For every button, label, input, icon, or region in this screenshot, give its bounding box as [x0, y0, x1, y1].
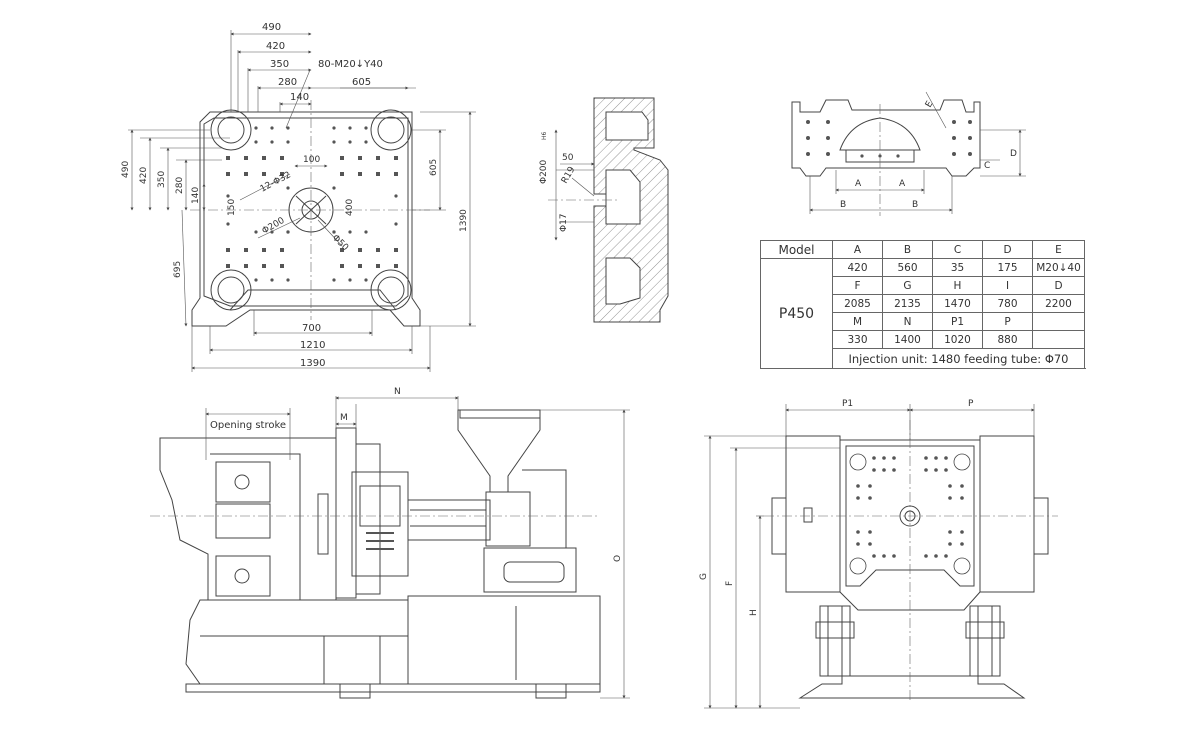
label-cell: G [882, 276, 933, 295]
label-cell: D [982, 240, 1033, 259]
dim-420-top: 420 [266, 41, 285, 52]
label-cell: N [882, 312, 933, 331]
section-dia-200: Φ200 [539, 159, 549, 184]
dim-420-left: 420 [139, 167, 149, 184]
value-cell: 35 [932, 258, 983, 277]
dim-490-top: 490 [262, 22, 281, 33]
frontview-dim-f: F [725, 581, 735, 586]
platen-top-view: A A B B E C D [791, 91, 1026, 216]
dim-140-left: 140 [191, 187, 201, 204]
dim-400: 400 [345, 199, 355, 216]
table-row: F G H I D [761, 276, 1085, 295]
dim-280-left: 280 [175, 177, 185, 194]
label-cell: A [832, 240, 883, 259]
sideview-dim-o: O [613, 555, 623, 562]
topview-label-a-left: A [855, 179, 862, 189]
dim-1210: 1210 [300, 340, 325, 351]
section-dim-50: 50 [562, 153, 574, 163]
dim-605-horizontal: 605 [352, 77, 371, 88]
table-row: 330 1400 1020 880 [761, 330, 1085, 349]
value-cell: 1400 [882, 330, 933, 349]
spec-table: Model A B C D E P450 420 560 35 175 M20↓… [760, 240, 1085, 369]
table-row: Model A B C D E [760, 240, 1085, 259]
value-cell: 2200 [1032, 294, 1085, 313]
dim-350-top: 350 [270, 59, 289, 70]
label-cell: D [1032, 276, 1085, 295]
value-cell: 560 [882, 258, 933, 277]
dim-350-left: 350 [157, 171, 167, 188]
dim-1390-vertical: 1390 [459, 209, 469, 232]
machine-side-view: Opening stroke M N O [150, 387, 630, 699]
table-footer-note: Injection unit: 1480 feeding tube: Φ70 [832, 348, 1085, 369]
dim-100: 100 [303, 155, 320, 165]
frontview-dim-h: H [749, 609, 759, 616]
value-cell: 880 [982, 330, 1033, 349]
section-dia-17: Φ17 [559, 213, 569, 232]
model-header-cell: Model [760, 240, 833, 259]
model-value-cell: P450 [760, 258, 833, 369]
topview-label-d: D [1010, 149, 1017, 159]
label-cell: P [982, 312, 1033, 331]
label-cell: H [932, 276, 983, 295]
label-cell: M [832, 312, 883, 331]
topview-label-a-right: A [899, 179, 906, 189]
label-cell: P1 [932, 312, 983, 331]
sideview-dim-m: M [340, 413, 348, 423]
value-cell: 175 [982, 258, 1033, 277]
frontview-dim-p: P [968, 399, 974, 409]
frontview-dim-g: G [699, 573, 709, 580]
value-cell: 780 [982, 294, 1033, 313]
topview-label-b-right: B [912, 200, 918, 210]
dim-150: 150 [227, 199, 237, 216]
opening-stroke-label: Opening stroke [210, 420, 286, 431]
label-cell: I [982, 276, 1033, 295]
dim-605-vertical: 605 [429, 159, 439, 176]
platen-face-view: 490 420 350 280 140 605 80-M20↓Υ40 490 4… [121, 22, 476, 372]
value-cell: 2085 [832, 294, 883, 313]
value-cell: 330 [832, 330, 883, 349]
label-cell: B [882, 240, 933, 259]
dim-700: 700 [302, 323, 321, 334]
dim-280-top: 280 [278, 77, 297, 88]
label-cell: F [832, 276, 883, 295]
callout-bolt-holes: 80-M20↓Υ40 [318, 59, 383, 70]
value-cell: 2135 [882, 294, 933, 313]
platen-section-view: Φ200 H6 50 R19 Φ17 [539, 97, 669, 323]
dim-140-top: 140 [290, 92, 309, 103]
table-row: P450 420 560 35 175 M20↓40 [760, 258, 1085, 369]
dim-695: 695 [173, 261, 183, 278]
topview-label-e: E [924, 99, 936, 109]
section-tolerance-h6: H6 [541, 131, 548, 140]
label-cell: E [1032, 240, 1085, 259]
sideview-dim-n: N [394, 387, 401, 397]
dim-1390-horizontal: 1390 [300, 358, 325, 369]
value-cell: 1020 [932, 330, 983, 349]
value-cell: M20↓40 [1032, 258, 1085, 277]
value-cell: 1470 [932, 294, 983, 313]
value-cell: 420 [832, 258, 883, 277]
table-row: Injection unit: 1480 feeding tube: Φ70 [761, 348, 1085, 369]
topview-label-b-left: B [840, 200, 846, 210]
machine-front-view: P1 P G F H [699, 399, 1058, 709]
table-row: M N P1 P [761, 312, 1085, 331]
dim-490-left: 490 [121, 161, 131, 178]
frontview-dim-p1: P1 [842, 399, 853, 409]
section-radius-19: R19 [560, 165, 578, 186]
topview-label-c: C [984, 161, 990, 171]
empty-cell [1032, 330, 1085, 349]
label-cell: C [932, 240, 983, 259]
empty-cell [1032, 312, 1085, 331]
